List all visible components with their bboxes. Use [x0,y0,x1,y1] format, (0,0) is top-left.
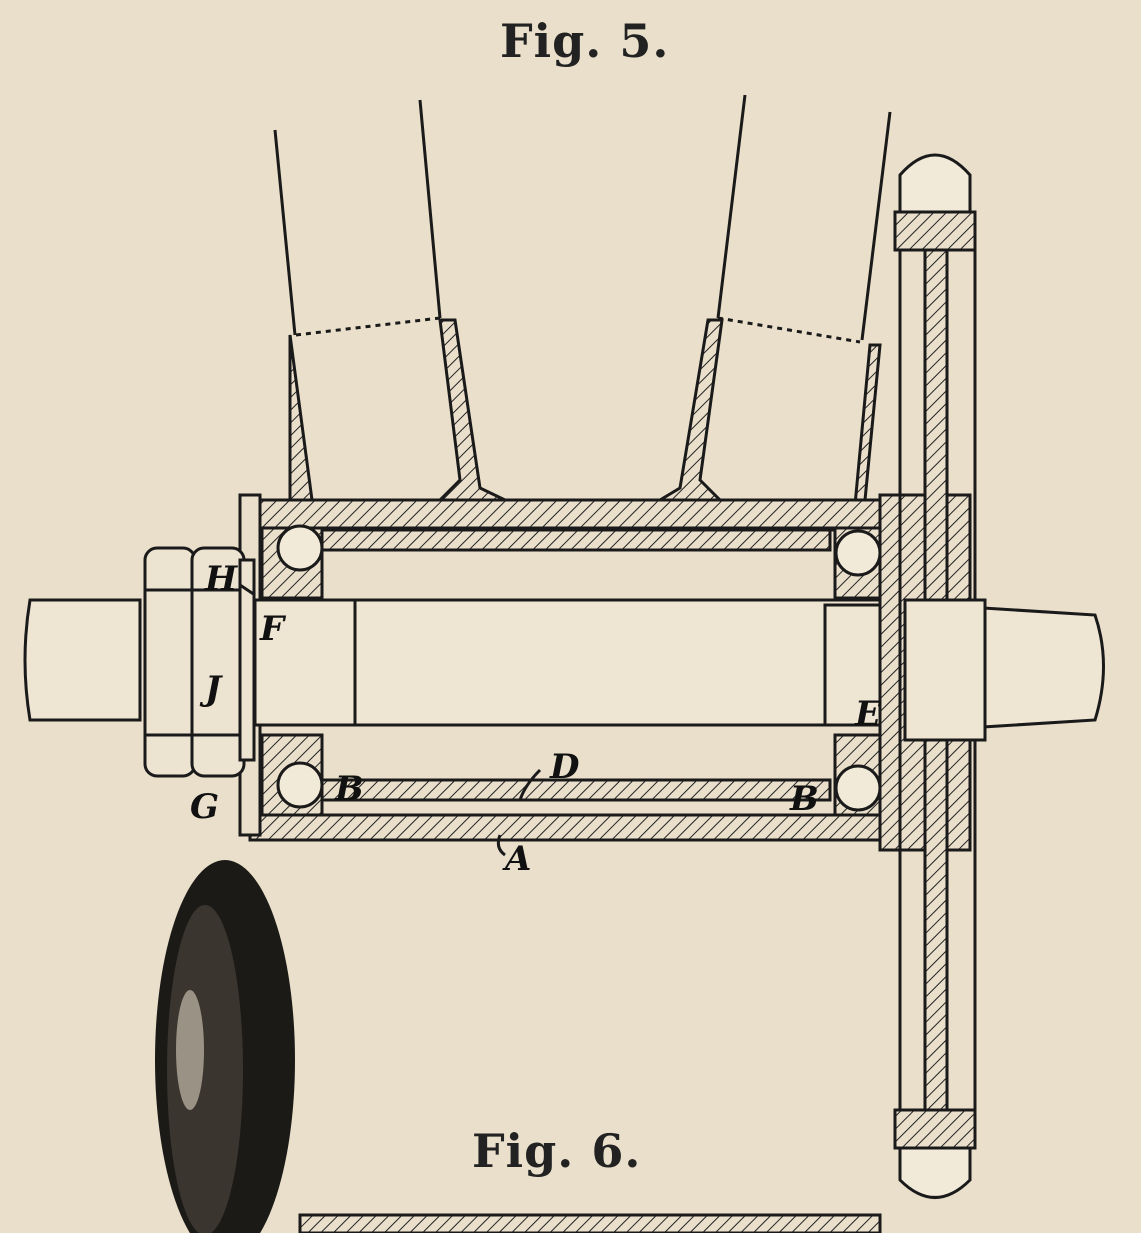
axle-collar-left [253,598,357,727]
label-H: H [204,559,239,599]
chainwheel-bottom-tooth [898,1143,972,1199]
label-E: E [854,694,882,734]
axle [23,598,142,722]
housing-top [248,498,897,530]
chainwheel-top-tooth [898,153,972,217]
label-F: F [259,609,287,649]
label-B-left: B [334,769,364,809]
label-G: G [190,787,219,827]
locknut-outer [143,546,197,778]
ball-left-bottom [276,761,324,809]
ball-left-top [276,524,324,572]
fig6-shaft [298,1213,882,1233]
chainwheel-top-hatch [893,210,977,252]
label-B-right: B [789,779,819,819]
fig6-crank-wheel [155,860,295,1233]
chainwheel-hub [903,598,987,742]
label-A: A [502,839,531,879]
ball-right-top [834,529,882,577]
chainwheel-bottom-hatch [893,1108,977,1150]
inner-sleeve-top [318,528,832,552]
fig5-caption: Fig. 5. [500,14,670,68]
frame-tube-right [716,94,892,344]
fig6-caption: Fig. 6. [472,1124,642,1178]
ball-right-bottom [834,764,882,812]
washer [238,558,256,762]
frame-tube-left [273,99,442,337]
axle-center [248,598,912,727]
label-D: D [549,747,580,787]
